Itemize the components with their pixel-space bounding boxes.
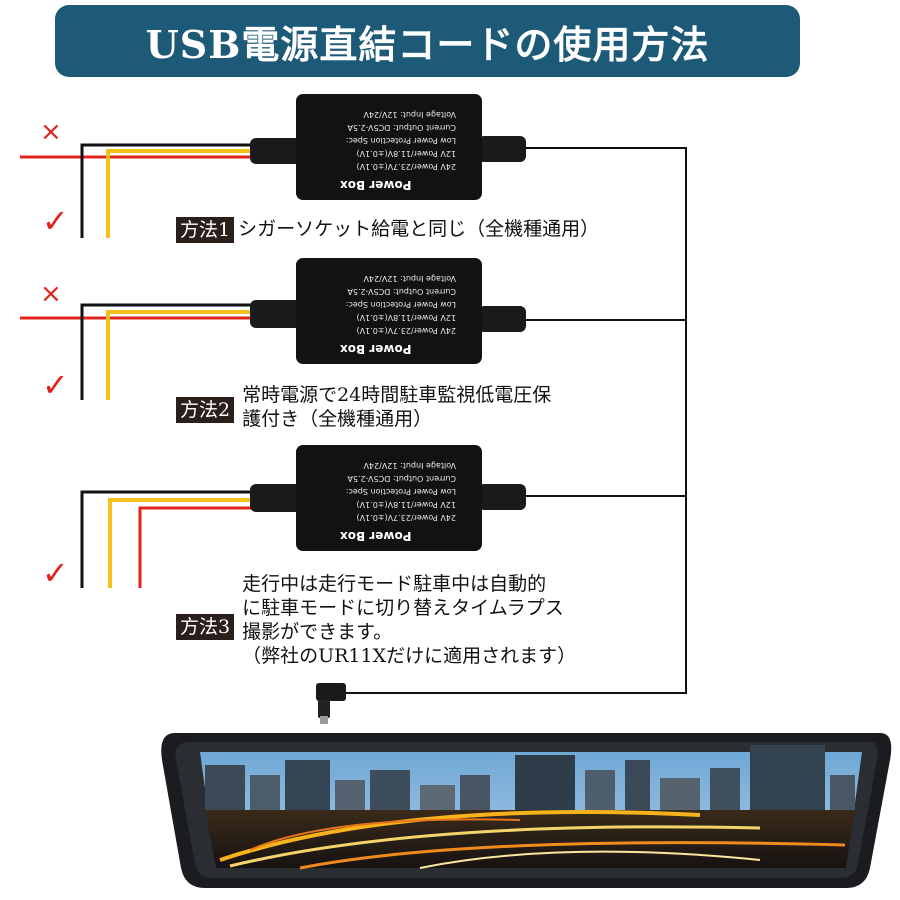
check-icon: ✓ — [42, 366, 69, 404]
method-1-text: シガーソケット給電と同じ（全機種通用） — [238, 218, 600, 240]
cable-connectors — [250, 136, 526, 512]
cross-icon: × — [40, 279, 62, 309]
method-2: 方法2 常時電源で24時間駐車監視低電圧保 護付き（全機種通用） — [176, 383, 551, 431]
mirror-dashcam — [161, 733, 892, 888]
wires-method-3 — [80, 490, 300, 588]
method-2-tag: 方法2 — [176, 397, 235, 423]
power-box-3-title: Power Box — [340, 529, 412, 543]
check-icon: ✓ — [42, 202, 69, 240]
power-box-3-spec: 24V Power/23.7V(±0.1V)12V Power/11.8V(±0… — [345, 461, 456, 522]
power-box-1-title: Power Box — [340, 178, 412, 192]
cross-icon: × — [40, 117, 62, 147]
method-3: 方法3 走行中は走行モード駐車中は自動的 に駐車モードに切り替えタイムラプス 撮… — [176, 572, 576, 668]
power-box-2 — [296, 258, 482, 364]
output-cables — [338, 147, 687, 694]
mirror-screen — [200, 745, 862, 870]
power-box-1 — [296, 94, 482, 200]
method-2-text: 常時電源で24時間駐車監視低電圧保 護付き（全機種通用） — [242, 384, 552, 430]
power-box-3 — [296, 445, 482, 551]
usb-plug — [316, 683, 346, 724]
title-banner: USB電源直結コードの使用方法 — [55, 5, 800, 77]
power-box-2-spec: 24V Power/23.7V(±0.1V)12V Power/11.8V(±0… — [345, 274, 456, 335]
method-3-text: 走行中は走行モード駐車中は自動的 に駐車モードに切り替えタイムラプス 撮影ができ… — [242, 573, 577, 667]
check-icon: ✓ — [42, 554, 69, 592]
method-3-tag: 方法3 — [176, 614, 235, 640]
method-1: 方法1 シガーソケット給電と同じ（全機種通用） — [176, 217, 599, 243]
power-box-1-spec: 24V Power/23.7V(±0.1V)12V Power/11.8V(±0… — [345, 110, 456, 171]
power-box-2-title: Power Box — [340, 342, 412, 356]
method-1-tag: 方法1 — [176, 217, 235, 243]
